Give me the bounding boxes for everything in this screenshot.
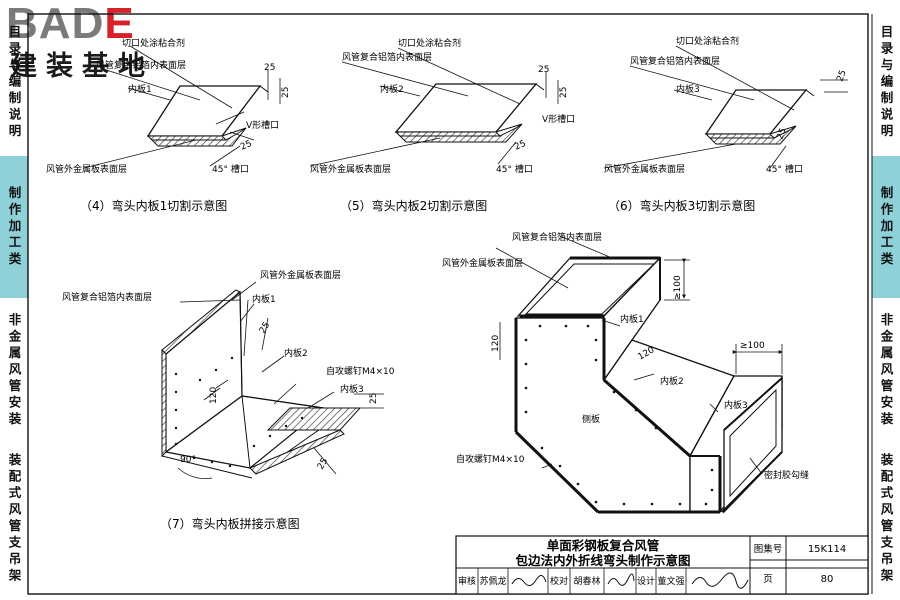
fig5-v-groove-label: V形槽口: [542, 113, 575, 125]
figure-5-plate2-cut: 切口处涂粘合剂 风管复合铝箔内表面层 内板2 V形槽口 风管外金属板表面层 45…: [309, 37, 575, 213]
left-tab-catalog[interactable]: 目录与编制说明: [6, 25, 22, 141]
fig6-caption: （6）弯头内板3切割示意图: [608, 198, 755, 213]
fig5-dim-c: 25: [513, 139, 528, 153]
fig4-outer-surface-label: 风管外金属板表面层: [46, 163, 127, 175]
fig6-adhesive-label: 切口处涂粘合剂: [676, 35, 739, 47]
title-line-1: 单面彩钢板复合风管: [547, 538, 660, 553]
fig7-plate3-label: 内板3: [340, 383, 364, 395]
fig7-dim-25c: 25: [316, 457, 330, 472]
side-tab-fabrication[interactable]: 制作加工类: [872, 156, 900, 298]
fig8-dim-120a: 120: [491, 335, 501, 352]
fig4-caption: （4）弯头内板1切割示意图: [80, 198, 227, 213]
left-tab-support-hanger[interactable]: 装配式风管支吊架: [6, 453, 22, 585]
fig7-screw-label: 自攻螺钉M4×10: [326, 365, 395, 377]
figure-6-plate3-cut: 切口处涂粘合剂 风管复合铝箔内表面层 内板3 风管外金属板表面层 45° 槽口 …: [603, 35, 849, 213]
fig7-plate2-label: 内板2: [284, 347, 308, 359]
fig4-inner-surface-label: 风管复合铝箔内表面层: [96, 59, 186, 71]
left-tab-fabrication[interactable]: 制作加工类: [0, 156, 28, 298]
fig8-seal-label: 密封胶勾缝: [764, 469, 809, 481]
checker-signature: [607, 573, 635, 586]
design-label: 设计: [637, 575, 655, 587]
fig8-dim-100-vertical: ≥100: [673, 275, 683, 300]
fig5-angle-label: 45° 槽口: [496, 163, 533, 175]
figure-7-plate-assembly: 风管外金属板表面层 风管复合铝箔内表面层 内板1 内板2 自攻螺钉M4×10 内…: [62, 269, 395, 531]
fig5-inner-surface-label: 风管复合铝箔内表面层: [342, 51, 432, 63]
fig7-caption: （7）弯头内板拼接示意图: [160, 516, 300, 531]
side-tab-catalog[interactable]: 目录与编制说明: [878, 25, 894, 141]
fig7-plate1-label: 内板1: [252, 293, 276, 305]
fig8-screw-label: 自攻螺钉M4×10: [456, 453, 525, 465]
fig8-outer-surface-label: 风管外金属板表面层: [442, 257, 523, 269]
fig8-plate2-label: 内板2: [660, 375, 684, 387]
logo-brand: BADE: [6, 0, 135, 48]
fig6-angle-label: 45° 槽口: [766, 163, 803, 175]
fig5-outer-surface-label: 风管外金属板表面层: [310, 163, 391, 175]
fig4-plate-label: 内板1: [128, 83, 152, 95]
fig5-dim-b: 25: [559, 87, 569, 98]
title-line-2: 包边法内外折线弯头制作示意图: [514, 553, 690, 568]
side-tab-support-hanger[interactable]: 装配式风管支吊架: [878, 453, 894, 585]
fig8-plate1-label: 内板1: [620, 313, 644, 325]
page-number: 80: [821, 574, 834, 585]
fig7-dim-25b: 25: [369, 393, 379, 404]
page-label: 页: [763, 574, 773, 585]
fig6-inner-surface-label: 风管复合铝箔内表面层: [630, 55, 720, 67]
fig6-dim-a: 25: [835, 69, 848, 83]
fig4-angle-label: 45° 槽口: [212, 163, 249, 175]
check-label: 校对: [550, 575, 568, 587]
fig7-dim-25a: 25: [258, 321, 272, 336]
fig8-plate3-label: 内板3: [724, 399, 748, 411]
fig6-dim-b: 25: [775, 127, 788, 141]
fig7-dim-120: 120: [209, 387, 219, 404]
designer-name: 董文强: [657, 575, 684, 587]
left-tab-nonmetal-duct[interactable]: 非金属风管安装: [6, 313, 22, 429]
checker-name: 胡春林: [573, 575, 600, 587]
fig7-outer-surface-label: 风管外金属板表面层: [260, 269, 341, 281]
fig4-dim-a: 25: [264, 63, 275, 73]
fig8-inner-surface-label: 风管复合铝箔内表面层: [512, 231, 602, 243]
fig5-dim-a: 25: [538, 65, 549, 75]
reviewer-name: 苏佩龙: [479, 575, 506, 587]
fig6-outer-surface-label: 风管外金属板表面层: [604, 163, 685, 175]
fig4-dim-c: 25: [239, 139, 254, 153]
atlas-number: 15K114: [808, 544, 846, 555]
fig4-v-groove-label: V形槽口: [246, 119, 279, 131]
fig8-dim-100-horizontal: ≥100: [740, 341, 765, 351]
review-label: 审核: [458, 575, 476, 587]
fig6-plate-label: 内板3: [676, 83, 700, 95]
fig5-plate-label: 内板2: [380, 83, 404, 95]
figure-8-elbow-3d: 风管复合铝箔内表面层 风管外金属板表面层 内板1 内板2 内板3 侧板 自攻螺钉…: [442, 231, 809, 514]
atlas-number-label: 图集号: [754, 543, 783, 555]
fig5-caption: （5）弯头内板2切割示意图: [340, 198, 487, 213]
figure-4-plate1-cut: 切口处涂粘合剂 风管复合铝箔内表面层 内板1 V形槽口 风管外金属板表面层 45…: [46, 37, 291, 213]
title-block: 单面彩钢板复合风管 包边法内外折线弯头制作示意图 图集号 15K114 页 80…: [455, 535, 869, 595]
fig7-angle-label: 90°: [180, 455, 196, 465]
fig5-adhesive-label: 切口处涂粘合剂: [398, 37, 461, 49]
reviewer-signature: [511, 575, 547, 586]
designer-signature: [691, 572, 749, 589]
fig7-inner-surface-label: 风管复合铝箔内表面层: [62, 291, 152, 303]
fig4-dim-b: 25: [281, 87, 291, 98]
side-tab-nonmetal-duct[interactable]: 非金属风管安装: [878, 313, 894, 429]
fig8-side-plate-label: 侧板: [582, 413, 600, 425]
logo: BADE 建装基地: [6, 2, 176, 84]
logo-subtitle: 建装基地: [10, 51, 154, 82]
fig4-adhesive-label: 切口处涂粘合剂: [122, 37, 185, 49]
